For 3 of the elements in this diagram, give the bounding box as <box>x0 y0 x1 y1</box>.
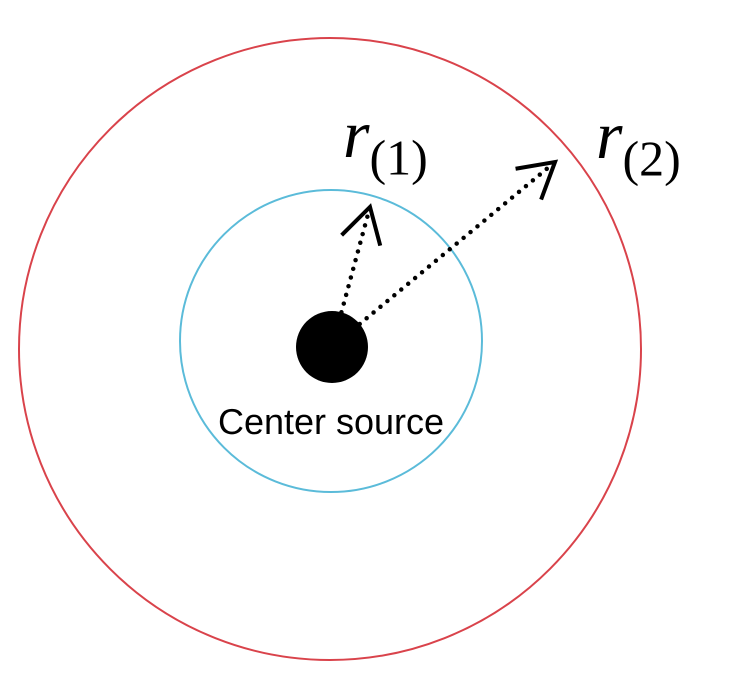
source-label: Center source <box>218 404 444 440</box>
radius-label: r$_{(1)}$ <box>343 100 428 182</box>
radius-label: r$_{(2)}$ <box>596 101 681 184</box>
